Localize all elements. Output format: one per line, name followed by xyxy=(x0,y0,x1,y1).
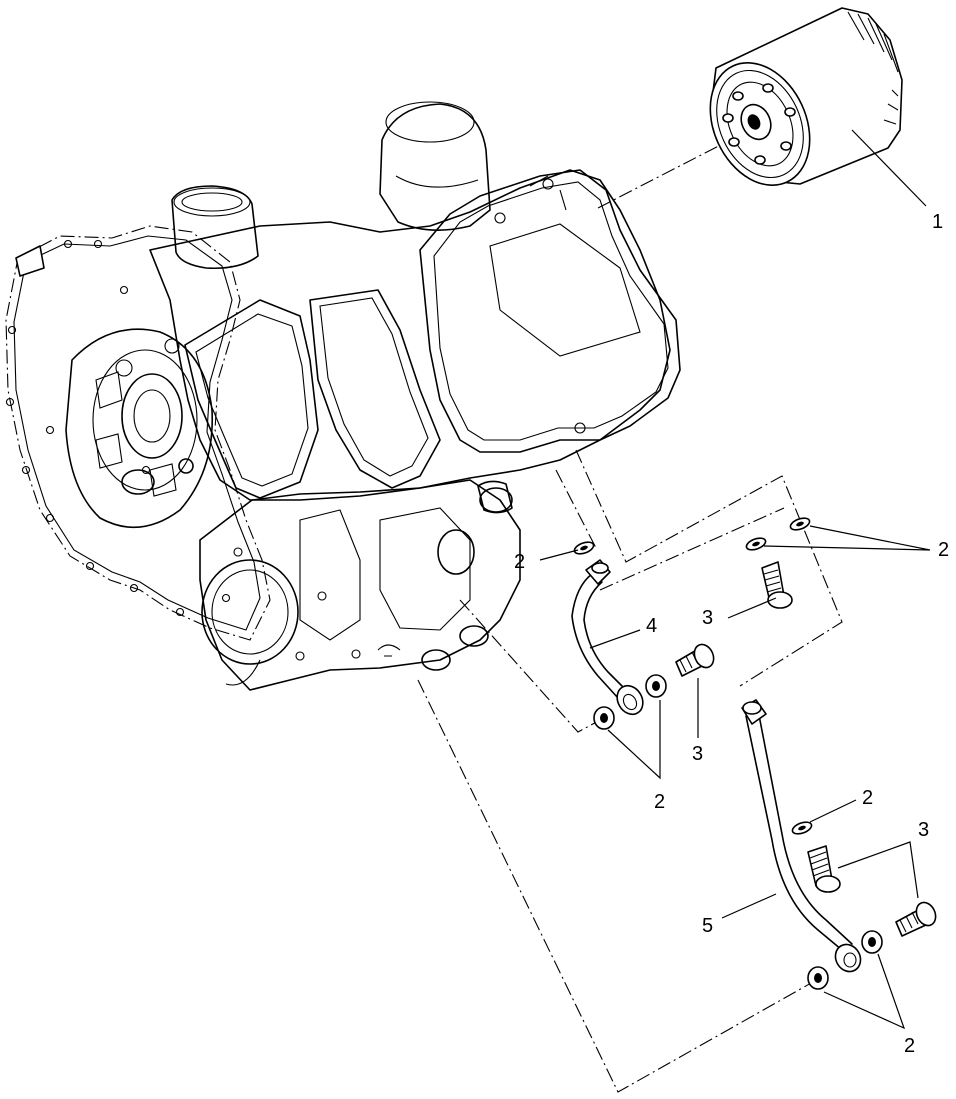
callout-washers-bottom: 2 xyxy=(904,1035,915,1057)
bolt-upper xyxy=(761,561,793,609)
callout-pipe-lower: 5 xyxy=(702,915,713,937)
callout-washers-middle: 2 xyxy=(654,791,665,813)
oil-pipe-lower xyxy=(741,699,862,973)
washer-upper-mid xyxy=(745,537,767,551)
sealing-washers xyxy=(573,517,883,990)
alignment-lines xyxy=(417,135,843,1093)
callout-filter: 1 xyxy=(932,211,943,233)
callout-bolt-middle: 3 xyxy=(692,743,703,765)
callout-pipe-upper: 4 xyxy=(646,615,657,637)
washer-mid-a xyxy=(593,706,615,730)
washer-mid-b xyxy=(645,674,667,698)
bolt-lower-b xyxy=(895,901,937,937)
banjo-bolts xyxy=(675,561,937,937)
callout-labels: 1 2 2 3 4 3 2 2 3 5 2 xyxy=(514,211,949,1057)
callout-washer-lower-right: 2 xyxy=(862,787,873,809)
washer-bottom-b xyxy=(861,930,883,954)
engine-crankcase xyxy=(5,101,681,691)
washer-upper-right xyxy=(789,517,811,531)
callout-washers-upper-right: 2 xyxy=(938,539,949,561)
callout-bolt-upper: 3 xyxy=(702,607,713,629)
oil-pipe-upper xyxy=(571,559,644,716)
washer-upper-left xyxy=(573,541,595,555)
callout-bolts-lower: 3 xyxy=(918,819,929,841)
bolt-lower-a xyxy=(807,845,841,893)
washer-bottom-a xyxy=(807,966,829,990)
leader-lines xyxy=(539,129,931,1030)
washer-lower-right xyxy=(791,821,813,835)
bolt-middle xyxy=(675,643,715,677)
callout-washer-upper-left: 2 xyxy=(514,551,525,573)
oil-filter xyxy=(709,7,903,186)
